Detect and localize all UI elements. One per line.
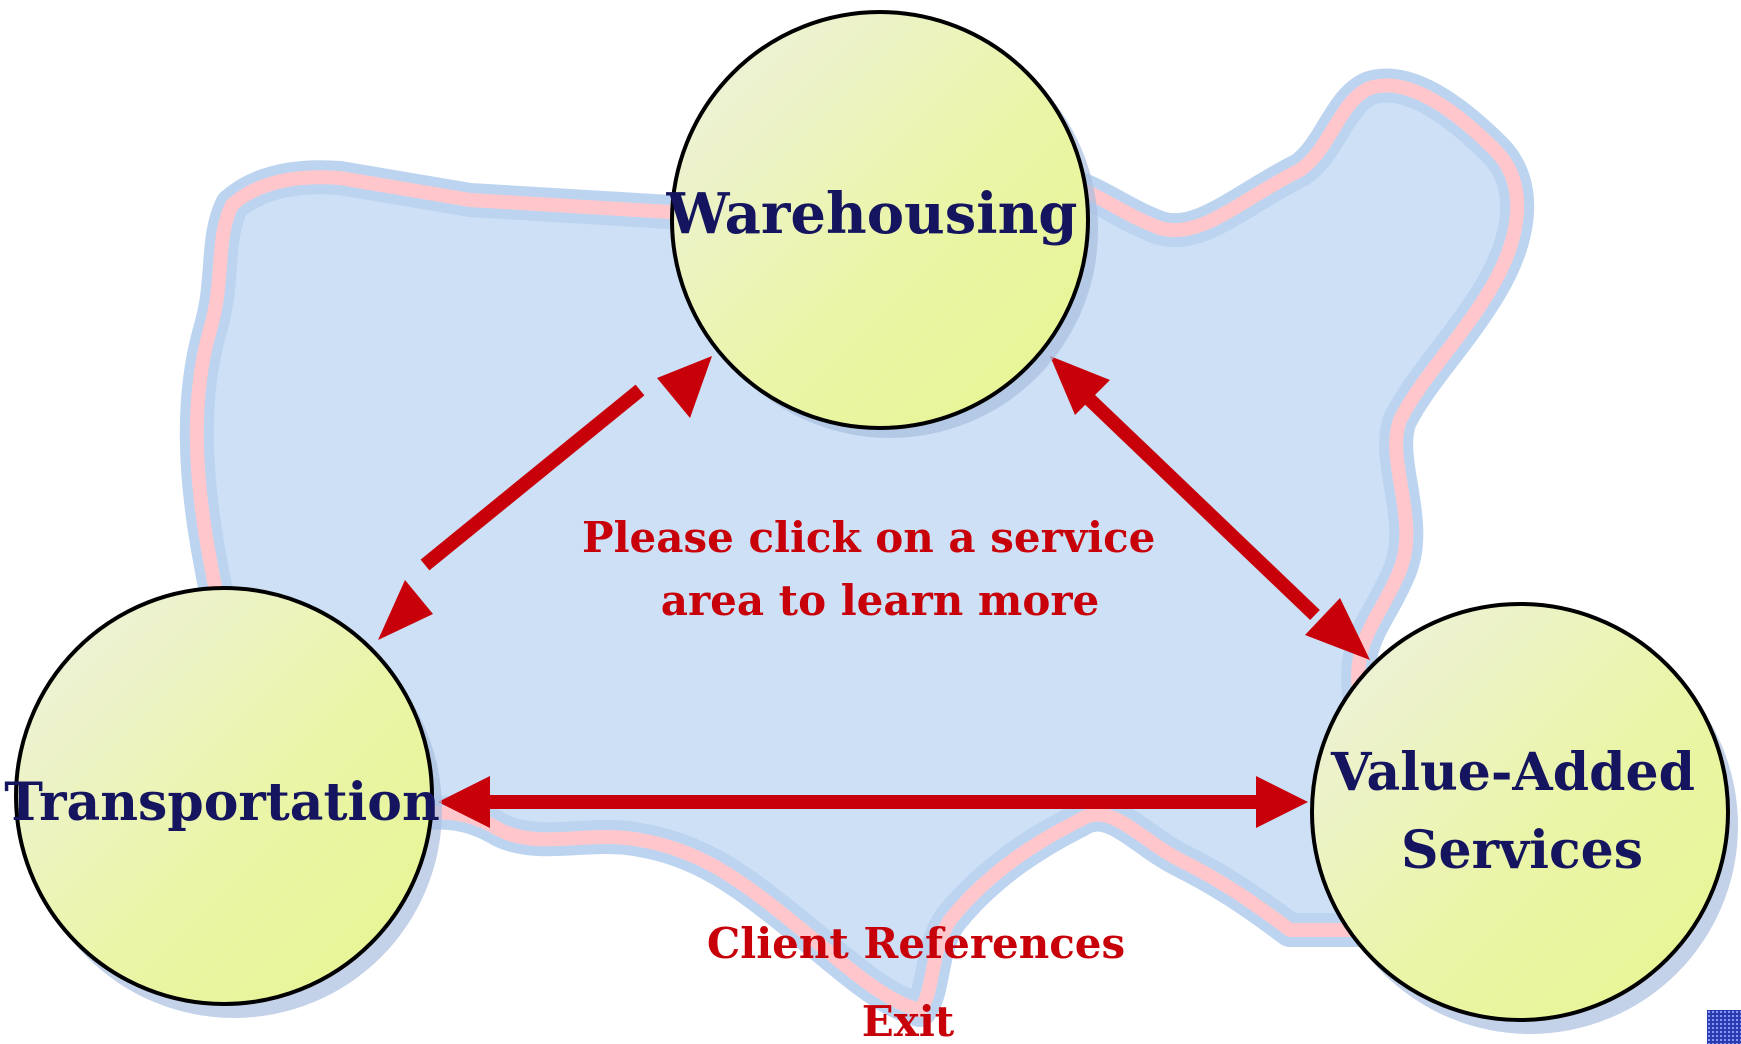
- arrowhead-transportation-right-end: [438, 776, 490, 828]
- arrow-warehousing-transportation: [420, 384, 645, 571]
- click-prompt: Please click on a service area to learn …: [582, 513, 1170, 625]
- node-transportation-circle[interactable]: [14, 586, 434, 1006]
- node-value-added-label[interactable]: Value-Added Services: [1330, 742, 1713, 881]
- arrowhead-warehousing-right-end: [1050, 356, 1110, 415]
- node-value-added-label-line2[interactable]: Services: [1401, 820, 1643, 881]
- connector-arrows: [378, 356, 1370, 828]
- click-prompt-line1: Please click on a service: [582, 513, 1155, 562]
- corner-pattern-icon: [1707, 1010, 1741, 1044]
- node-value-added-services[interactable]: Value-Added Services: [1310, 602, 1738, 1034]
- arrowhead-valueadded-top-end: [1305, 598, 1370, 660]
- node-value-added-circle[interactable]: [1310, 602, 1730, 1022]
- node-warehousing-label[interactable]: Warehousing: [666, 181, 1078, 247]
- node-warehousing[interactable]: Warehousing: [666, 10, 1098, 438]
- arrowhead-warehousing-end: [657, 356, 712, 418]
- node-warehousing-circle[interactable]: [670, 10, 1090, 430]
- click-prompt-line2: area to learn more: [661, 576, 1099, 625]
- arrowhead-valueadded-left-end: [1256, 776, 1308, 828]
- node-transportation-label[interactable]: Transportation: [4, 772, 440, 833]
- arrow-warehousing-valueadded: [1080, 389, 1320, 621]
- exit-link[interactable]: Exit: [862, 997, 955, 1044]
- node-transportation[interactable]: Transportation: [4, 586, 442, 1018]
- client-references-link[interactable]: Client References: [707, 919, 1125, 968]
- arrowhead-transportation-top-end: [378, 580, 433, 640]
- node-value-added-label-line1[interactable]: Value-Added: [1330, 742, 1695, 803]
